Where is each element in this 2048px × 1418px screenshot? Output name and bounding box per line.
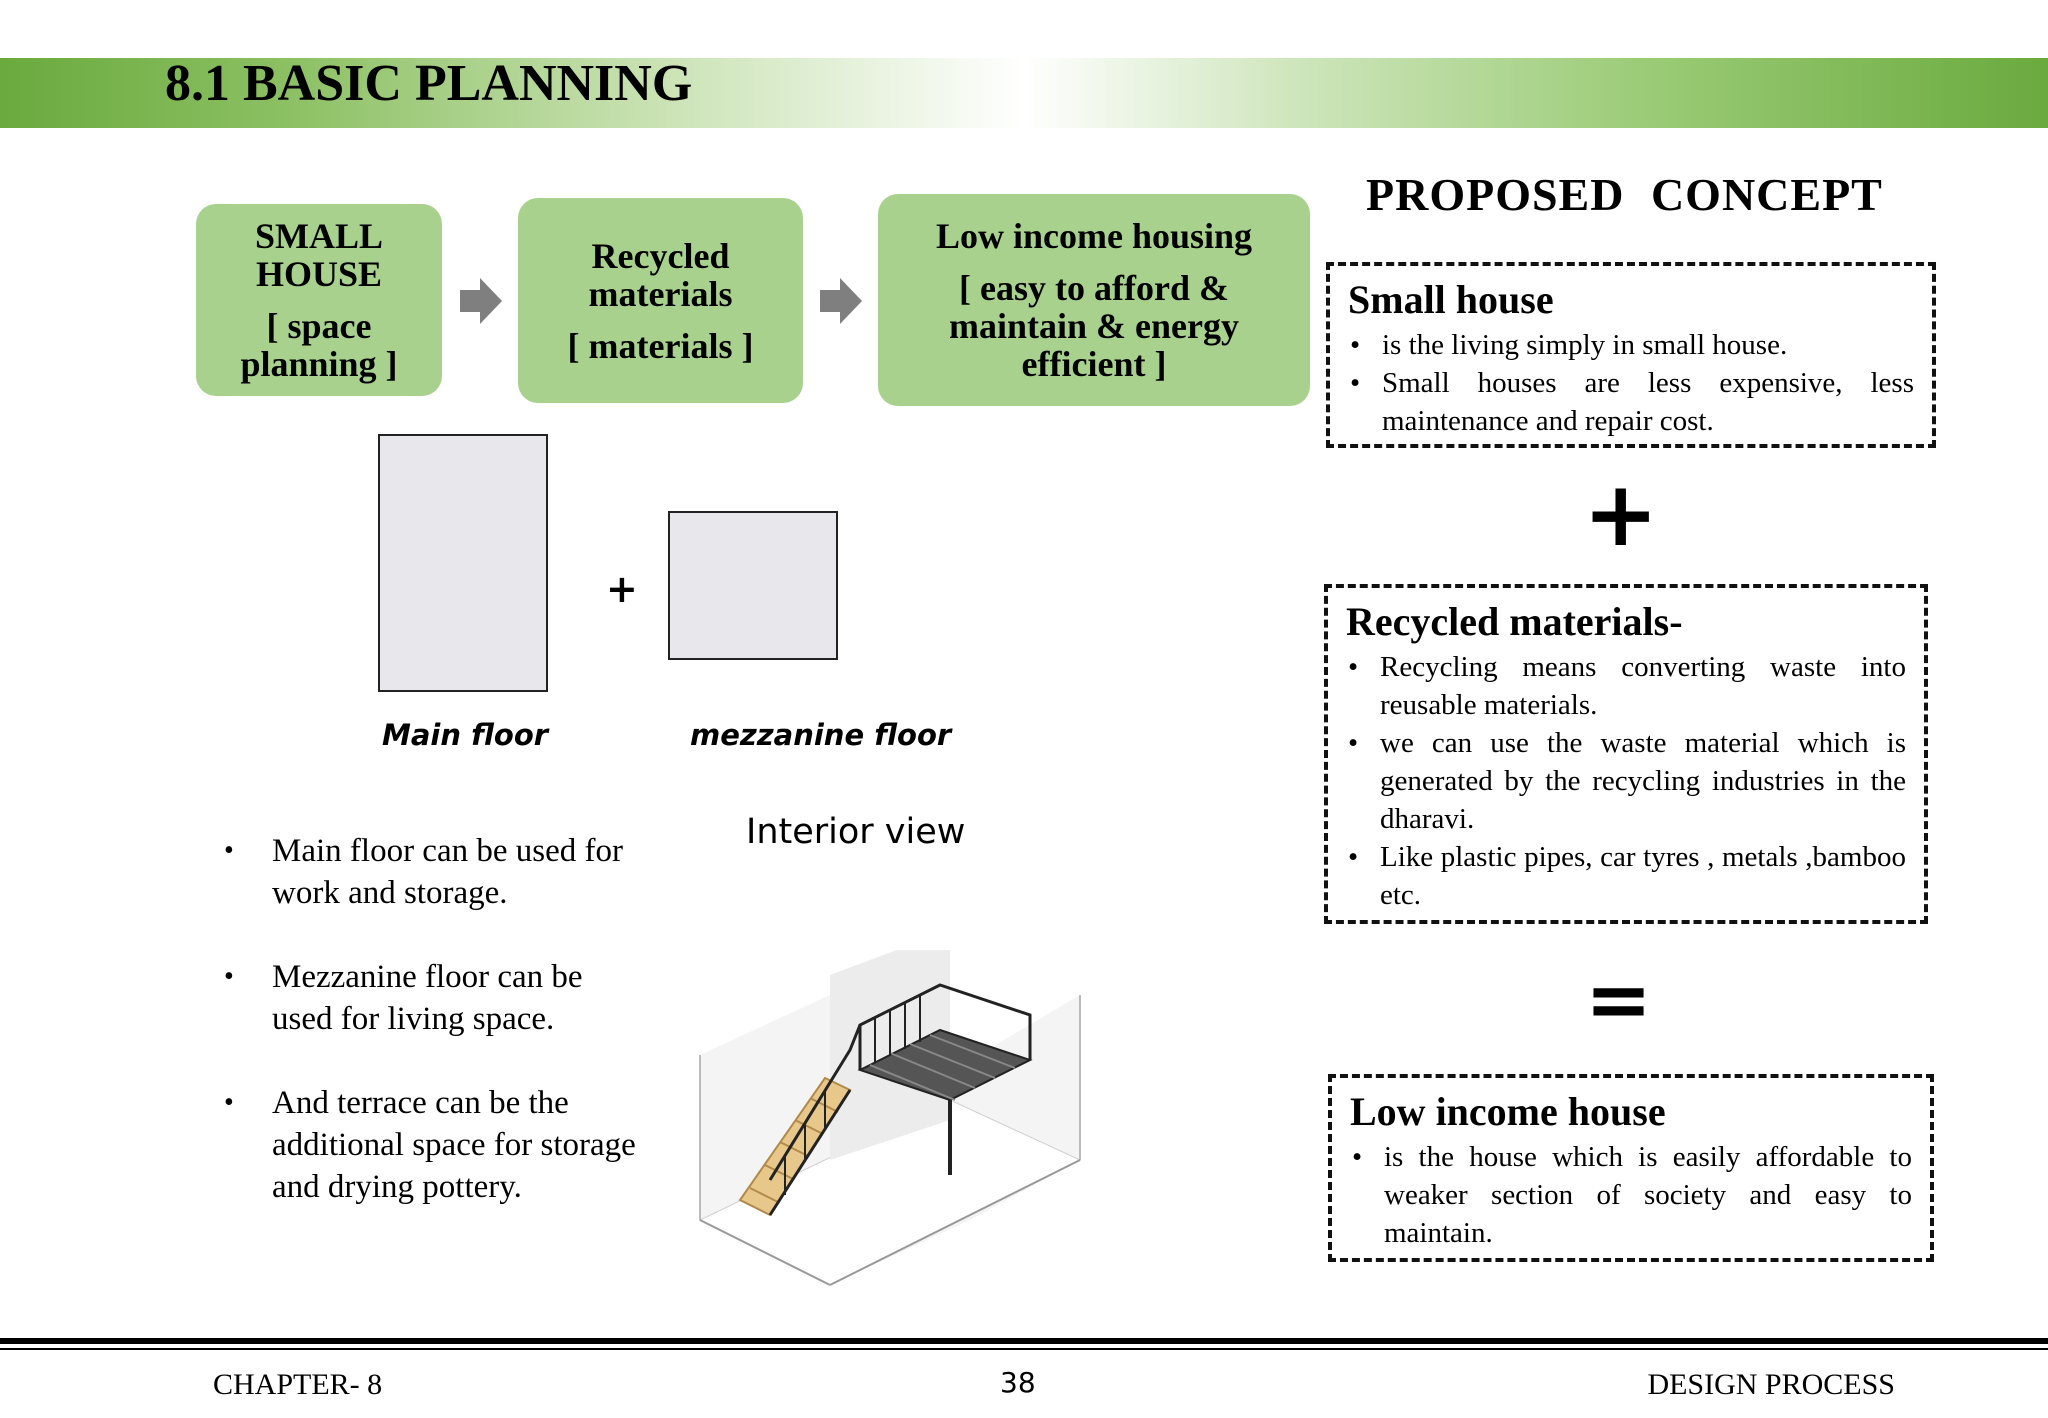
concept-box-recycled-materials: Recycled materials- Recycling means conv… bbox=[1324, 584, 1928, 924]
concept-box-heading: Small house bbox=[1348, 277, 1554, 322]
list-item: Like plastic pipes, car tyres , metals ,… bbox=[1346, 838, 1906, 914]
interior-view-image bbox=[698, 950, 1082, 1286]
flow-box-subtitle: [ easy to afford & maintain & energy eff… bbox=[949, 268, 1239, 384]
list-item: Mezzanine floor can be used for living s… bbox=[222, 956, 642, 1040]
arrow-right-icon bbox=[460, 278, 502, 324]
list-item: And terrace can be the additional space … bbox=[222, 1082, 642, 1208]
concept-box-heading: Low income house bbox=[1350, 1089, 1666, 1134]
list-item: we can use the waste material which is g… bbox=[1346, 724, 1906, 838]
concept-box-low-income-house: Low income house is the house which is e… bbox=[1328, 1074, 1934, 1262]
flow-box-recycled-materials: Recycled materials [ materials ] bbox=[518, 198, 803, 403]
list-item: Small houses are less expensive, less ma… bbox=[1348, 364, 1914, 440]
flow-box-title: Recycled materials bbox=[588, 235, 733, 314]
plus-sign: + bbox=[1583, 462, 1659, 567]
mezzanine-floor-label: mezzanine floor bbox=[690, 718, 952, 752]
flow-box-subtitle: [ materials ] bbox=[567, 325, 754, 366]
page-title: 8.1 BASIC PLANNING bbox=[165, 55, 693, 112]
interior-view-title: Interior view bbox=[746, 812, 966, 852]
floor-usage-notes: Main floor can be used for work and stor… bbox=[222, 830, 642, 1250]
footer-section: DESIGN PROCESS bbox=[1647, 1368, 1895, 1401]
footer-rule bbox=[0, 1338, 2048, 1344]
list-item: Recycling means converting waste into re… bbox=[1346, 648, 1906, 724]
mezzanine-floor-plan bbox=[668, 511, 838, 660]
list-item: is the living simply in small house. bbox=[1348, 326, 1914, 364]
equals-sign: = bbox=[1585, 953, 1653, 1046]
main-floor-label: Main floor bbox=[382, 718, 549, 752]
concept-box-small-house: Small house is the living simply in smal… bbox=[1326, 262, 1936, 448]
footer-chapter: CHAPTER- 8 bbox=[213, 1368, 383, 1401]
flow-box-low-income-housing: Low income housing [ easy to afford & ma… bbox=[878, 194, 1310, 406]
concept-box-heading: Recycled materials- bbox=[1346, 599, 1683, 644]
footer-rule-thin bbox=[0, 1348, 2048, 1350]
arrow-right-icon bbox=[820, 278, 862, 324]
plus-sign: + bbox=[606, 567, 638, 611]
list-item: is the house which is easily affordable … bbox=[1350, 1138, 1912, 1252]
title-banner bbox=[0, 58, 2048, 128]
flow-box-title: Low income housing bbox=[935, 216, 1253, 256]
flow-box-title: SMALL HOUSE bbox=[254, 216, 384, 294]
flow-box-subtitle: [ space planning ] bbox=[240, 306, 398, 384]
proposed-concept-title: PROPOSED CONCEPT bbox=[1366, 169, 1883, 220]
page-number: 38 bbox=[1000, 1366, 1036, 1399]
main-floor-plan bbox=[378, 434, 548, 692]
list-item: Main floor can be used for work and stor… bbox=[222, 830, 642, 914]
flow-box-small-house: SMALL HOUSE [ space planning ] bbox=[196, 204, 442, 396]
